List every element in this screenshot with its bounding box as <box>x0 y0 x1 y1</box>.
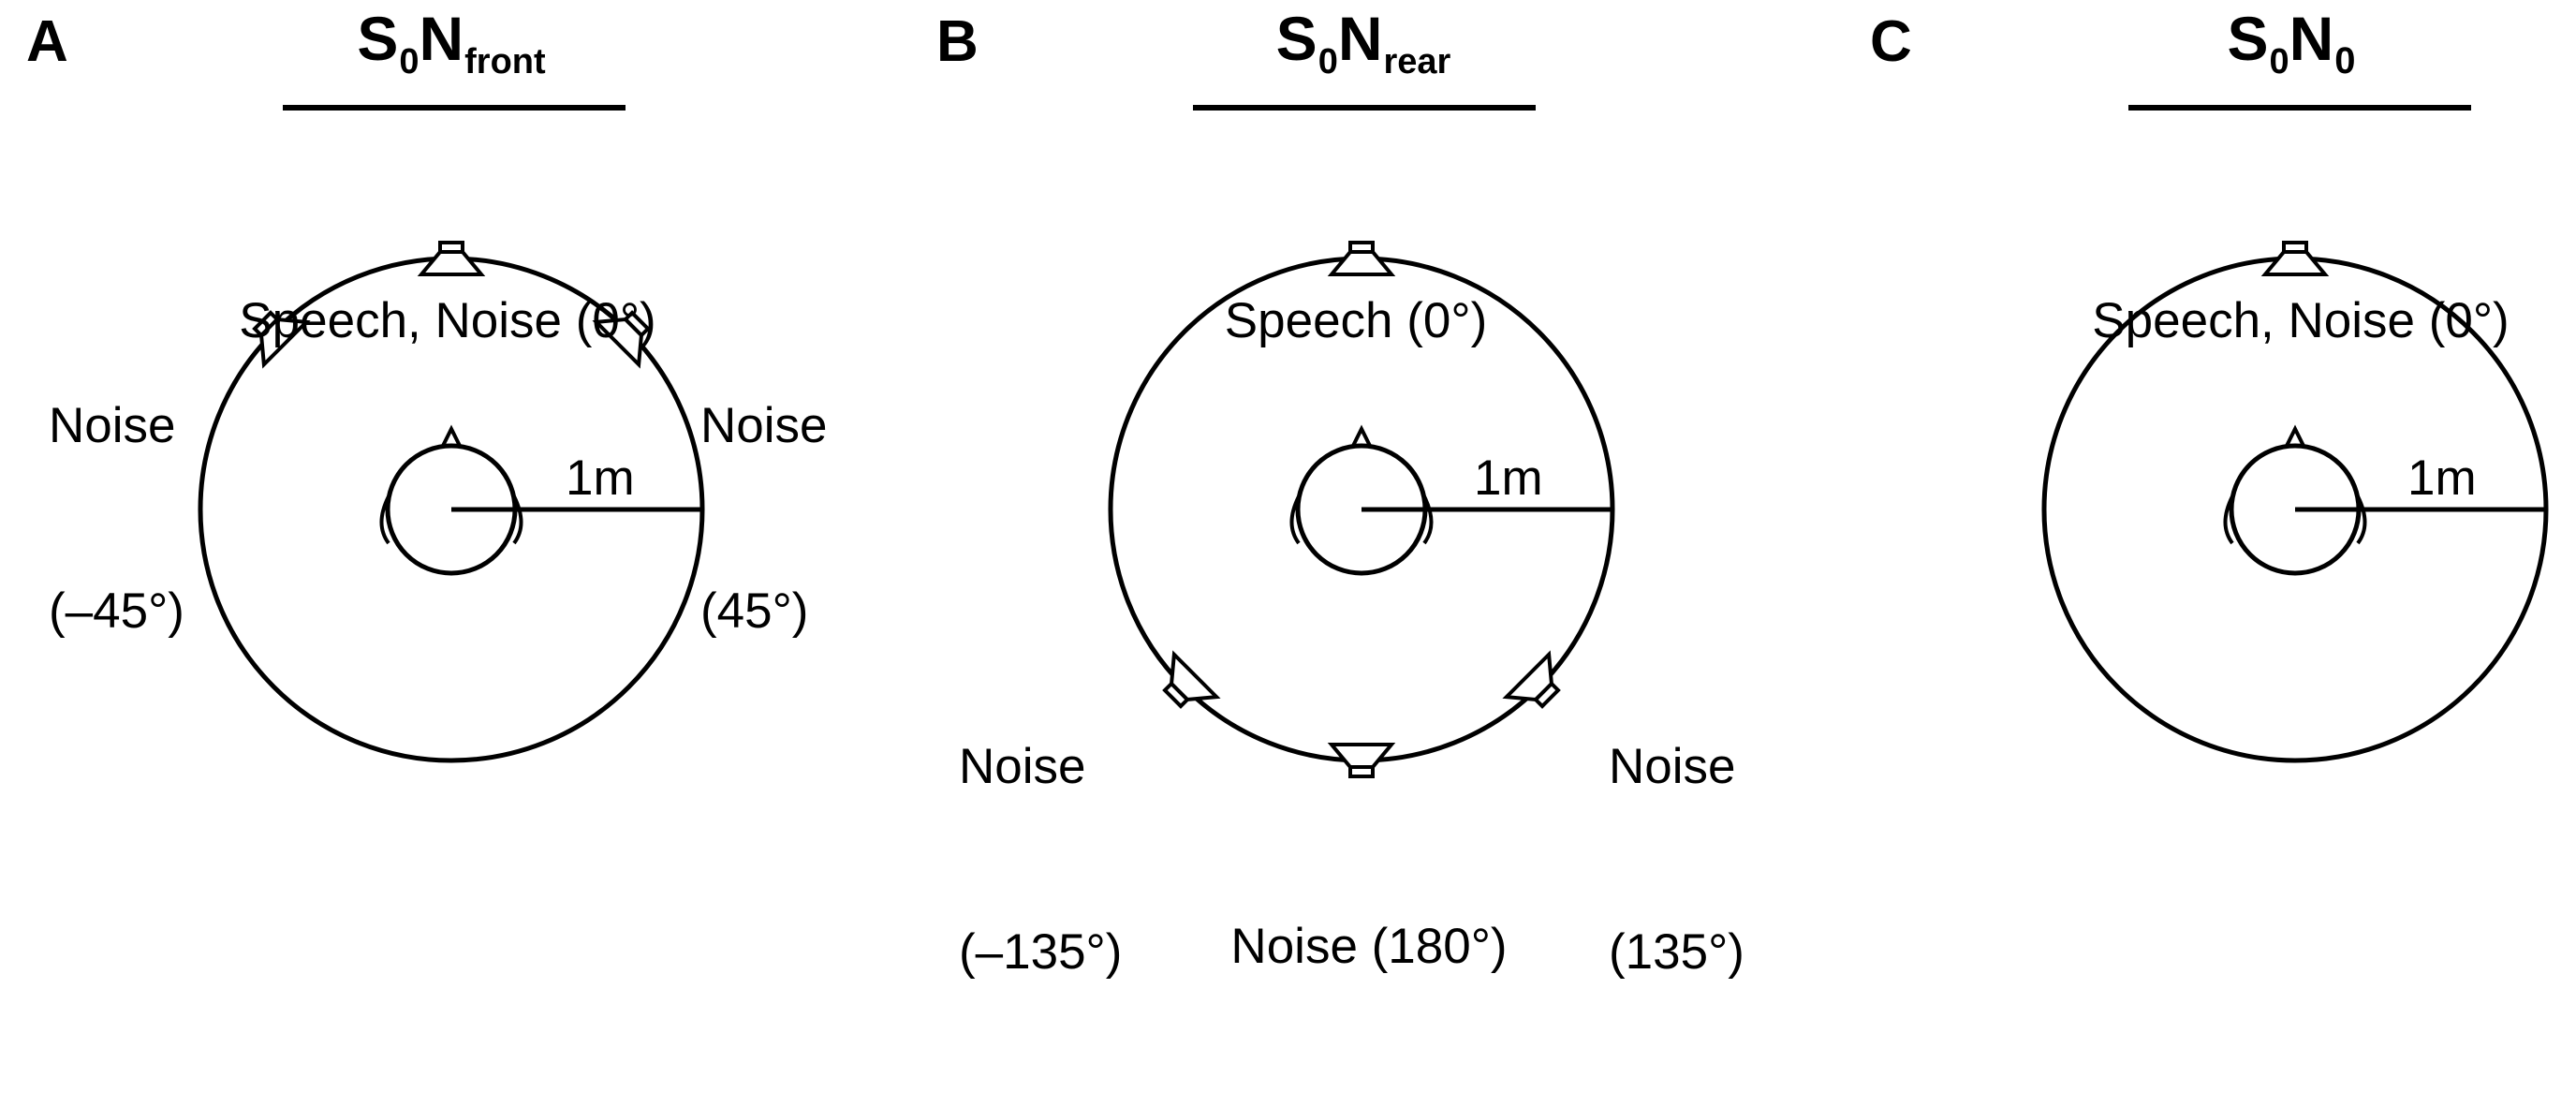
panel-letter: B <box>936 9 979 74</box>
label-speech-noise-0: Speech, Noise (0°) <box>2092 293 2510 348</box>
label-noise-45: Noise (45°) <box>700 398 828 639</box>
speaker-45 <box>592 310 651 369</box>
figure: A S0Nfront <box>0 0 2576 980</box>
title-n: N <box>419 4 464 73</box>
title-n: N <box>2289 4 2334 73</box>
label-noise-180: Noise (180°) <box>1230 919 1508 974</box>
title-s: S <box>357 4 399 73</box>
speaker-180 <box>1327 743 1396 778</box>
title-s-subscript: 0 <box>399 42 420 81</box>
speaker-0 <box>417 241 486 276</box>
speaker-0 <box>1327 241 1396 276</box>
title-n-subscript: 0 <box>2334 40 2356 81</box>
title-s-subscript: 0 <box>2269 42 2289 81</box>
panel-title: S0N0 <box>2227 7 2355 80</box>
title-s: S <box>1275 4 1317 73</box>
panel-a: A S0Nfront <box>0 0 859 876</box>
panel-c: C S0N0 Speech, Noise (0°) 1m <box>1842 0 2576 876</box>
radius-label: 1m <box>2407 450 2477 506</box>
title-n: N <box>1337 4 1383 73</box>
label-speech-noise-0: Speech, Noise (0°) <box>239 293 656 348</box>
setup-diagram <box>2041 241 2549 763</box>
title-underline <box>283 105 626 111</box>
title-underline <box>1193 105 1536 111</box>
title-s: S <box>2227 4 2269 73</box>
panel-title: S0Nrear <box>1276 7 1451 80</box>
panel-title: S0Nfront <box>357 7 545 80</box>
panel-letter: C <box>1870 9 1912 74</box>
setup-diagram <box>198 241 705 763</box>
speaker-minus-135 <box>1162 650 1221 709</box>
setup-diagram <box>1108 241 1615 778</box>
speaker-0 <box>2260 241 2330 276</box>
title-n-subscript: rear <box>1383 42 1451 81</box>
title-n-subscript: front <box>464 42 546 81</box>
speaker-135 <box>1502 650 1561 709</box>
label-noise-135: Noise (135°) <box>1609 739 1744 980</box>
panel-letter: A <box>26 9 68 74</box>
title-s-subscript: 0 <box>1317 42 1338 81</box>
title-underline <box>2128 105 2471 111</box>
label-noise-minus-45: Noise (–45°) <box>49 398 184 639</box>
label-speech-0: Speech (0°) <box>1224 293 1488 348</box>
label-noise-minus-135: Noise (–135°) <box>959 739 1123 980</box>
panel-b: B S0Nrear <box>910 0 1769 980</box>
speaker-minus-45 <box>252 310 311 369</box>
radius-label: 1m <box>1474 450 1543 506</box>
radius-label: 1m <box>566 450 635 506</box>
